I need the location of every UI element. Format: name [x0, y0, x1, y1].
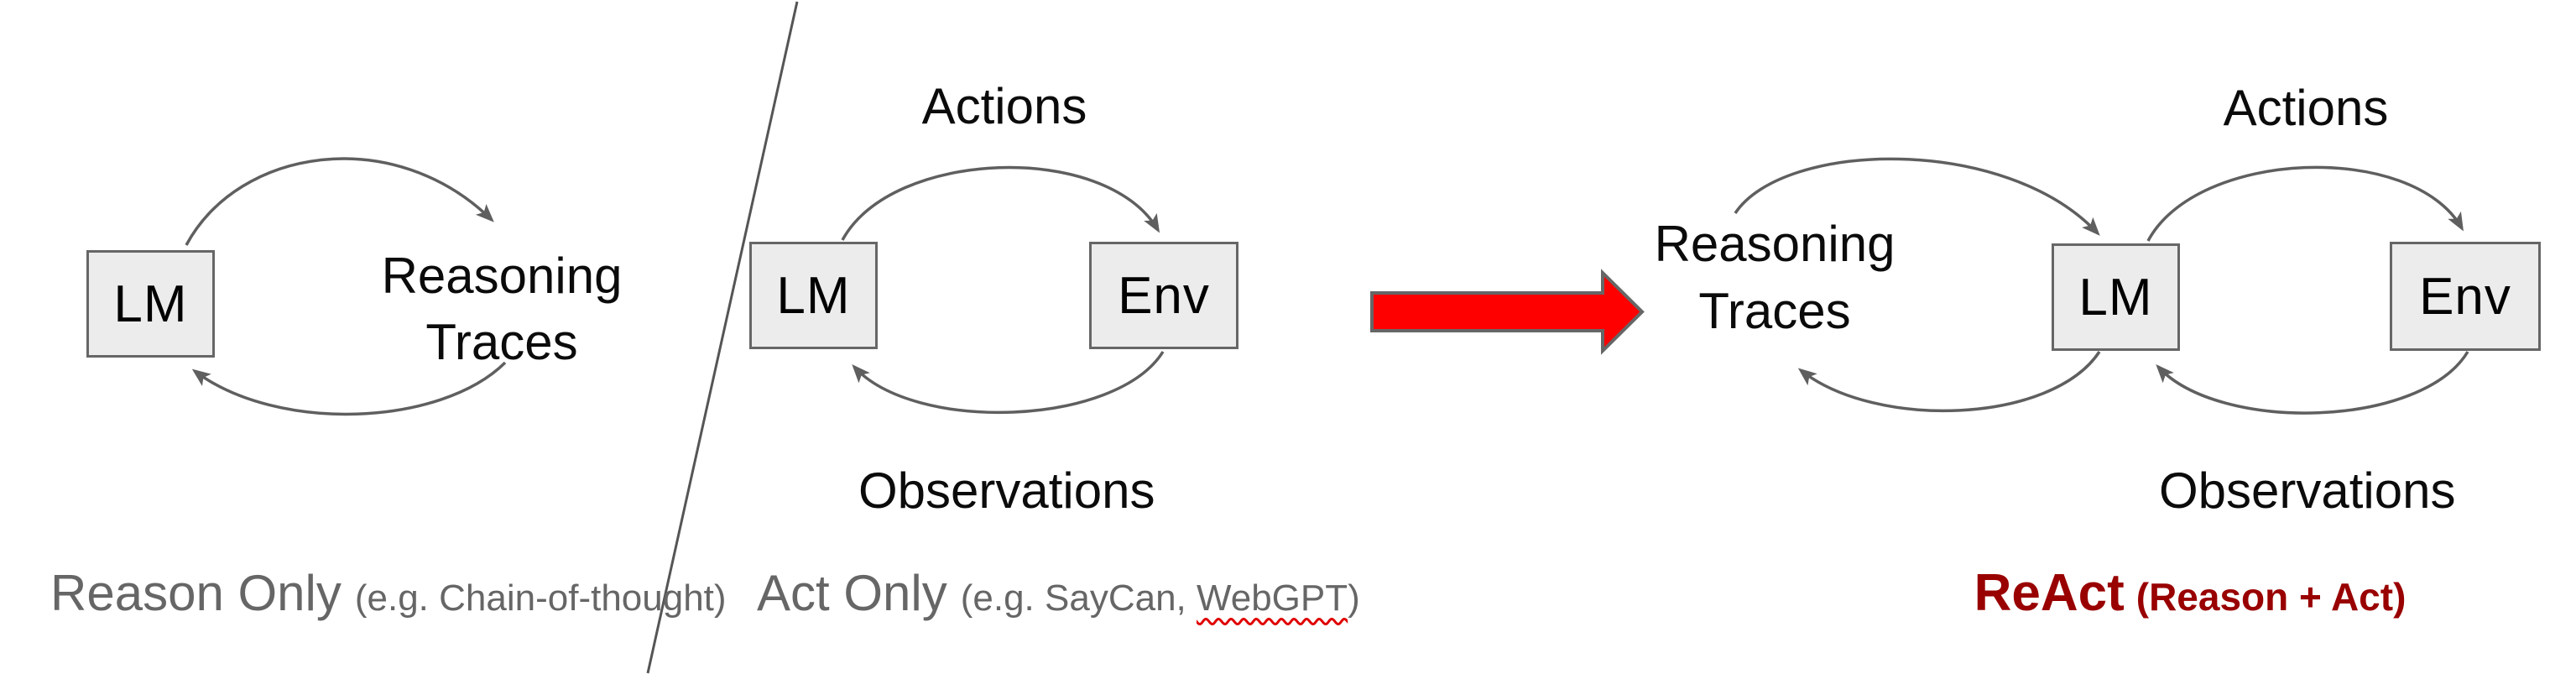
act-only-env-node: Env: [1089, 242, 1238, 349]
act-only-caption-main: Act Only: [757, 565, 947, 621]
separator-line: [646, 1, 799, 674]
react-observations-label: Observations: [2159, 462, 2456, 520]
observations-label-text: Observations: [2159, 462, 2456, 519]
react-caption-detail: (Reason + Act): [2135, 575, 2407, 619]
reason-only-lm-node: LM: [86, 250, 215, 358]
reason-only-caption-main: Reason Only: [50, 565, 342, 621]
reason-only-caption: Reason Only (e.g. Chain-of-thought): [50, 564, 727, 636]
react-lm-node: LM: [2052, 243, 2180, 351]
actions-label-text: Actions: [2223, 80, 2389, 136]
react-reasoning-loop-bottom-arc: [1797, 351, 2101, 413]
react-observations-arc: [2156, 351, 2469, 415]
react-actions-arc: [2146, 165, 2464, 242]
observations-label-text: Observations: [858, 462, 1155, 519]
reason-only-caption-detail: (e.g. Chain-of-thought): [354, 577, 727, 619]
react-actions-label: Actions: [2159, 79, 2453, 137]
act-only-lm-node: LM: [749, 242, 878, 349]
reasoning-traces-line2: Traces: [425, 314, 578, 370]
act-only-observations-arc: [852, 351, 1165, 415]
actions-label-text: Actions: [921, 78, 1087, 134]
reasoning-traces-line2: Traces: [1698, 283, 1851, 339]
lm-node-label: LM: [2078, 268, 2153, 327]
act-only-caption-detail-prefix: (e.g. SayCan,: [960, 577, 1197, 619]
reason-only-loop-top-arc: [185, 157, 494, 246]
react-reasoning-loop-top-arc: [1734, 157, 2100, 236]
act-only-actions-arc: [841, 165, 1160, 241]
reasoning-traces-label: Reasoning Traces: [355, 243, 649, 375]
env-node-label: Env: [1118, 266, 1210, 325]
reasoning-traces-line1: Reasoning: [381, 248, 623, 304]
act-only-caption: Act Only (e.g. SayCan, WebGPT): [757, 564, 1360, 636]
lm-node-label: LM: [776, 266, 851, 325]
env-node-label: Env: [2419, 267, 2511, 326]
react-reasoning-traces-label: Reasoning Traces: [1628, 211, 1922, 345]
act-only-caption-detail-suffix: ): [1348, 577, 1360, 619]
lm-node-label: LM: [113, 274, 188, 333]
react-caption: ReAct(Reason + Act): [1938, 564, 2442, 636]
act-only-caption-webgpt: WebGPT: [1197, 577, 1348, 619]
act-only-observations-label: Observations: [858, 462, 1155, 520]
reason-only-loop-bottom-arc: [191, 361, 507, 416]
act-only-actions-label: Actions: [858, 77, 1151, 135]
react-caption-main: ReAct: [1974, 564, 2125, 622]
react-env-node: Env: [2390, 242, 2541, 351]
reasoning-traces-line1: Reasoning: [1654, 216, 1895, 272]
big-red-arrow: [1370, 269, 1645, 355]
